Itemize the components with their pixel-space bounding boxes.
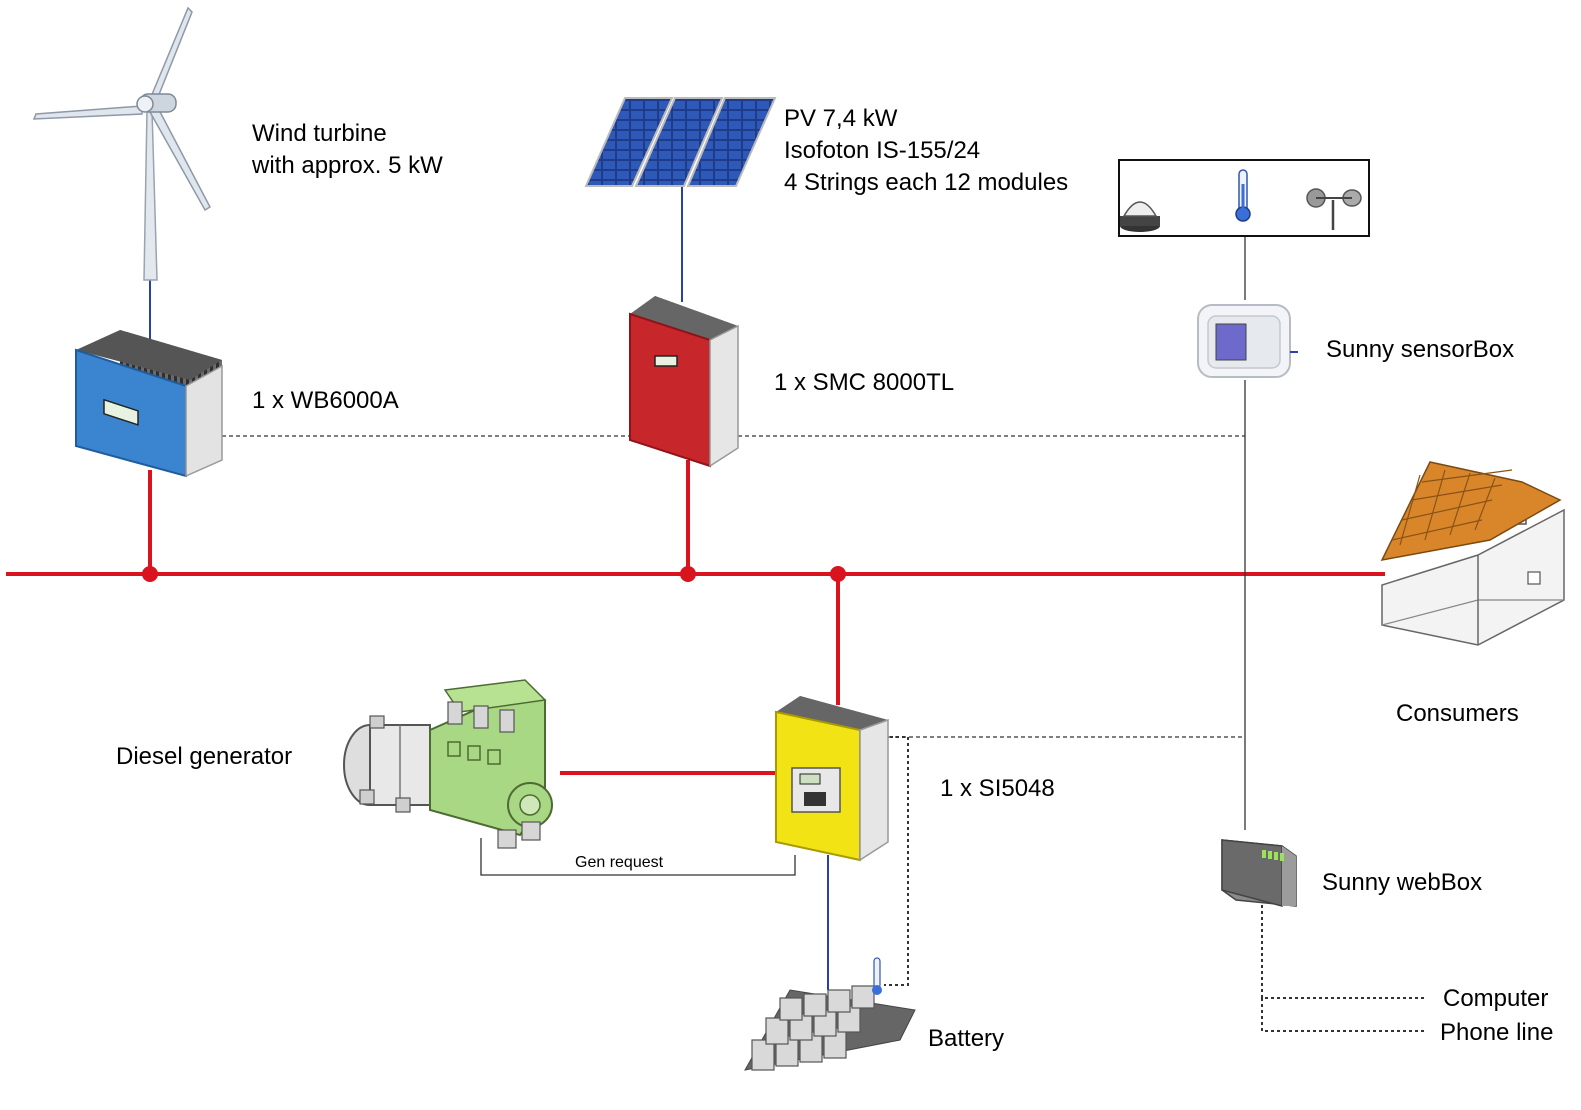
junction-dot <box>142 566 158 582</box>
wind-turbine-icon <box>32 6 211 281</box>
smc-8000tl-label: 1 x SMC 8000TL <box>774 369 955 396</box>
battery-label: Battery <box>928 1025 1005 1052</box>
anemometer-icon <box>1306 188 1362 230</box>
dc-lines <box>149 182 829 990</box>
wb6000a-label: 1 x WB6000A <box>252 387 399 414</box>
smc-8000tl-inverter-icon <box>629 296 739 468</box>
thermometer-icon <box>1235 169 1251 222</box>
consumers-label: Consumers <box>1396 700 1519 727</box>
pv-panel-icon <box>584 97 777 187</box>
pv-module-label: Isofoton IS-155/24 <box>784 137 981 164</box>
ac-bus <box>6 460 1385 775</box>
sunny-webbox-icon <box>1221 839 1297 907</box>
junction-dot <box>830 566 846 582</box>
sunny-sensorbox-icon <box>1197 304 1298 378</box>
diesel-generator-icon <box>343 679 553 849</box>
pv-strings-label: 4 Strings each 12 modules <box>784 169 1069 196</box>
wind-turbine-capacity-label: with approx. 5 kW <box>252 152 443 179</box>
wind-turbine-label: Wind turbine <box>252 120 387 147</box>
si5048-inverter-icon <box>775 696 889 862</box>
diesel-generator-label: Diesel generator <box>116 743 293 770</box>
si5048-label: 1 x SI5048 <box>940 775 1055 802</box>
house-icon <box>1380 461 1565 646</box>
phone-line-label: Phone line <box>1440 1019 1554 1046</box>
battery-thermometer-icon <box>872 957 882 995</box>
sensor-panel <box>1118 159 1370 237</box>
comm-lines <box>222 236 1425 1032</box>
pv-capacity-label: PV 7,4 kW <box>784 105 898 132</box>
wb6000a-inverter-icon <box>75 330 223 478</box>
gen-request-label: Gen request <box>575 854 664 871</box>
sunny-sensorbox-label: Sunny sensorBox <box>1326 336 1515 363</box>
junction-dot <box>680 566 696 582</box>
battery-bank-icon <box>744 957 916 1071</box>
computer-label: Computer <box>1443 985 1549 1012</box>
irradiation-sensor-icon <box>1120 201 1160 232</box>
sunny-webbox-label: Sunny webBox <box>1322 869 1483 896</box>
